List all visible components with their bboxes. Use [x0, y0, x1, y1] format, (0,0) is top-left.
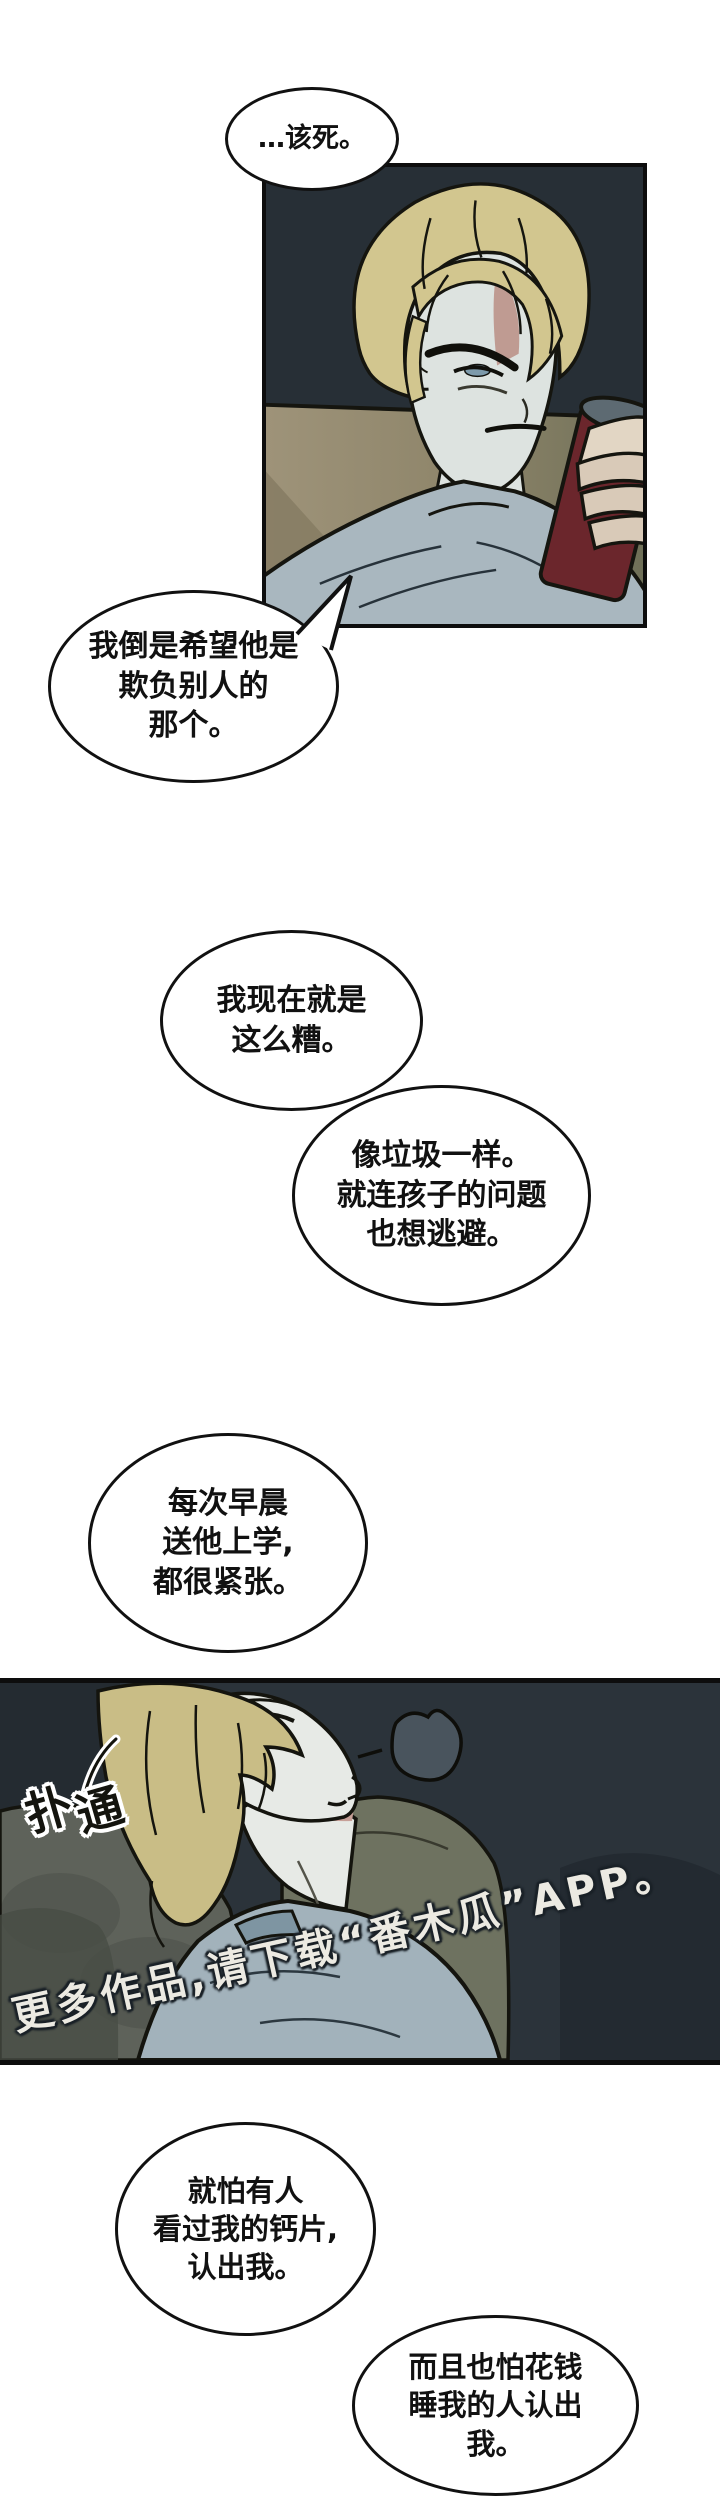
- speech-bubble-4: 像垃圾一样。 就连孩子的问题 也想逃避。: [292, 1085, 591, 1306]
- bubble-3-line: 这么糟。: [231, 1022, 352, 1058]
- bubble-4-line: 像垃圾一样。: [351, 1138, 532, 1174]
- panel-2: 扑通 更多作品,请下载“番木瓜”APP。: [0, 1678, 720, 2065]
- bubble-6-line: 认出我。: [187, 2250, 304, 2285]
- bubble-5-line: 每次早晨: [168, 1485, 288, 1521]
- panel-2-artwork: [0, 1683, 720, 2060]
- bubble-5-line: 都很紧张。: [153, 1564, 303, 1600]
- bubble-7-line: 而且也怕花钱: [408, 2350, 583, 2385]
- bubble-7-line: 睡我的人认出: [408, 2388, 583, 2423]
- bubble-2-line: 我倒是希望他是: [88, 629, 299, 665]
- bubble-2-line: 那个。: [148, 708, 239, 744]
- bubble-2-line: 欺负别人的: [118, 668, 269, 704]
- bubble-7-line: 我。: [466, 2426, 525, 2461]
- bubble-5-line: 送他上学,: [162, 1525, 294, 1561]
- bubble-1-line: …该死。: [258, 123, 366, 155]
- bubble-3-line: 我现在就是: [216, 982, 367, 1018]
- bubble-4-line: 就连孩子的问题: [336, 1177, 547, 1213]
- speech-bubble-7: 而且也怕花钱 睡我的人认出 我。: [352, 2315, 639, 2496]
- speech-bubble-5: 每次早晨 送他上学, 都很紧张。: [88, 1433, 368, 1653]
- speech-bubble-1: …该死。: [225, 87, 399, 191]
- speech-bubble-2-tail: [295, 574, 353, 651]
- panel-1: [262, 163, 647, 628]
- bubble-4-line: 也想逃避。: [366, 1217, 517, 1253]
- panel-1-artwork: [266, 167, 643, 624]
- speech-bubble-6: 就怕有人 看过我的钙片, 认出我。: [115, 2122, 376, 2336]
- bubble-6-line: 就怕有人: [187, 2173, 304, 2208]
- speech-bubble-2: 我倒是希望他是 欺负别人的 那个。: [48, 590, 339, 783]
- speech-bubble-3: 我现在就是 这么糟。: [160, 930, 423, 1111]
- bubble-6-line: 看过我的钙片,: [152, 2211, 339, 2246]
